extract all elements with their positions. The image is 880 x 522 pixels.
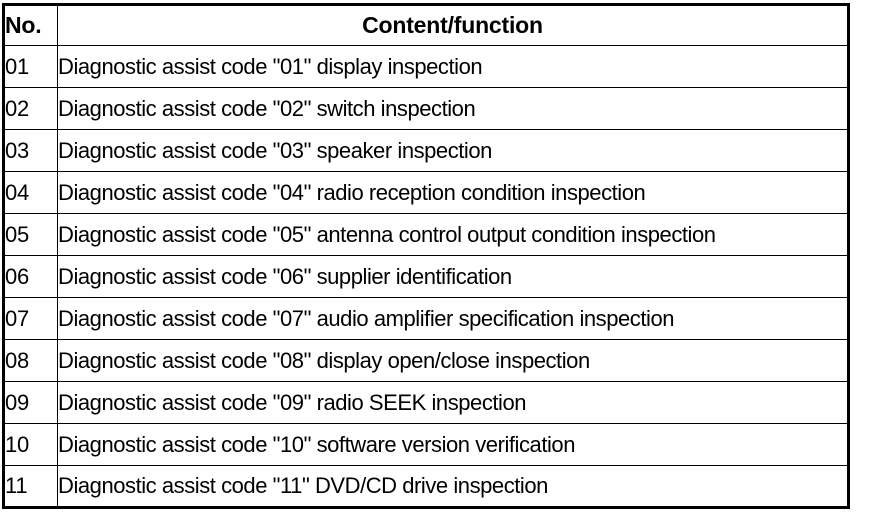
cell-content: Diagnostic assist code "08" display open… (57, 339, 849, 382)
cell-no: 06 (3, 255, 58, 298)
table-row: 07 Diagnostic assist code "07" audio amp… (3, 297, 849, 340)
table-row: 06 Diagnostic assist code "06" supplier … (3, 255, 849, 298)
table-body: 01 Diagnostic assist code "01" display i… (3, 45, 849, 508)
table-header: No. Content/function (3, 4, 849, 46)
cell-no: 05 (3, 213, 58, 256)
column-header-no: No. (3, 4, 58, 46)
cell-content: Diagnostic assist code "03" speaker insp… (57, 129, 849, 172)
cell-content: Diagnostic assist code "02" switch inspe… (57, 87, 849, 130)
cell-content: Diagnostic assist code "04" radio recept… (57, 171, 849, 214)
table-row: 08 Diagnostic assist code "08" display o… (3, 339, 849, 382)
table-row: 09 Diagnostic assist code "09" radio SEE… (3, 381, 849, 424)
table-row: 03 Diagnostic assist code "03" speaker i… (3, 129, 849, 172)
cell-no: 08 (3, 339, 58, 382)
column-header-content-function: Content/function (57, 4, 849, 46)
table-row: 10 Diagnostic assist code "10" software … (3, 423, 849, 466)
cell-content: Diagnostic assist code "01" display insp… (57, 45, 849, 88)
cell-no: 07 (3, 297, 58, 340)
cell-no: 03 (3, 129, 58, 172)
table-row: 04 Diagnostic assist code "04" radio rec… (3, 171, 849, 214)
table-row: 02 Diagnostic assist code "02" switch in… (3, 87, 849, 130)
cell-no: 11 (3, 465, 58, 508)
cell-content: Diagnostic assist code "11" DVD/CD drive… (57, 465, 849, 508)
cell-no: 09 (3, 381, 58, 424)
cell-no: 10 (3, 423, 58, 466)
table-row: 01 Diagnostic assist code "01" display i… (3, 45, 849, 88)
cell-content: Diagnostic assist code "10" software ver… (57, 423, 849, 466)
cell-content: Diagnostic assist code "06" supplier ide… (57, 255, 849, 298)
table-row: 05 Diagnostic assist code "05" antenna c… (3, 213, 849, 256)
cell-no: 02 (3, 87, 58, 130)
cell-content: Diagnostic assist code "05" antenna cont… (57, 213, 849, 256)
table-header-row: No. Content/function (3, 4, 849, 46)
diagnostic-assist-code-table: No. Content/function 01 Diagnostic assis… (2, 3, 850, 509)
cell-no: 01 (3, 45, 58, 88)
cell-no: 04 (3, 171, 58, 214)
cell-content: Diagnostic assist code "09" radio SEEK i… (57, 381, 849, 424)
table-row: 11 Diagnostic assist code "11" DVD/CD dr… (3, 465, 849, 508)
cell-content: Diagnostic assist code "07" audio amplif… (57, 297, 849, 340)
